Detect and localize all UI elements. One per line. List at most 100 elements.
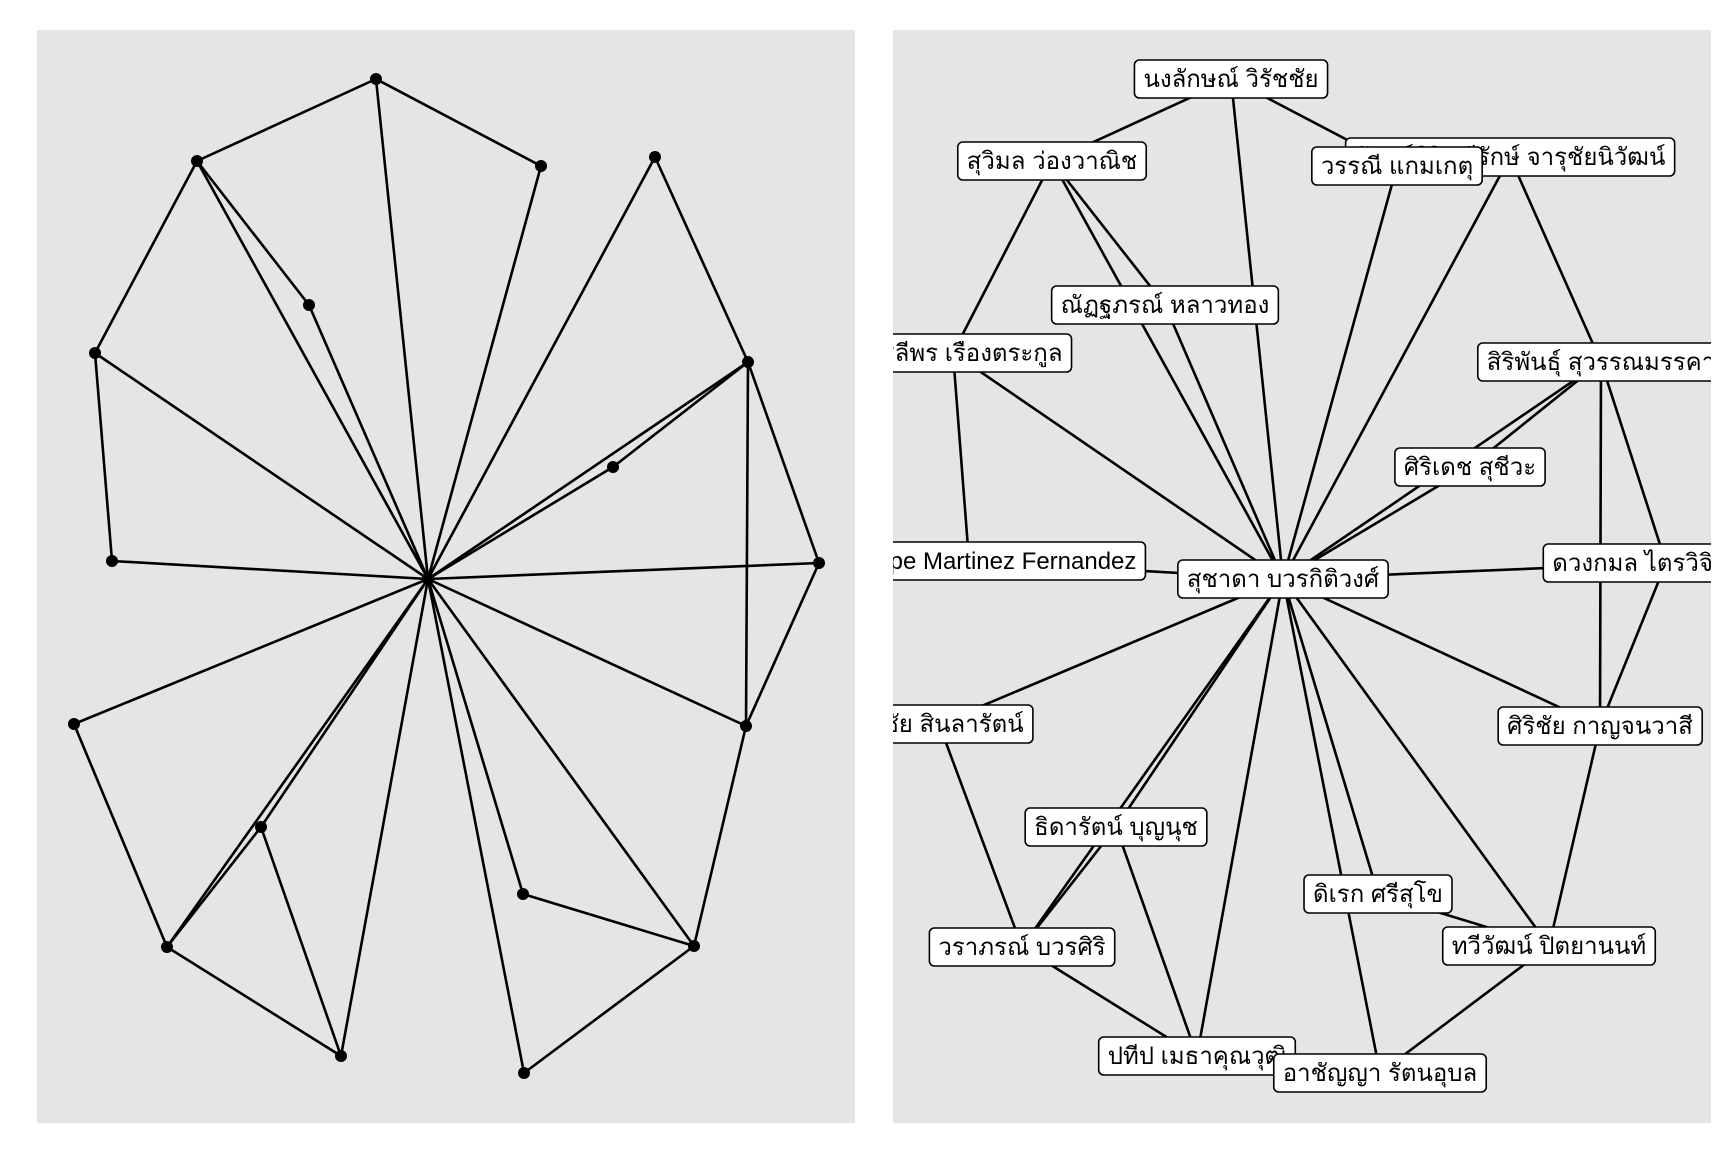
node-label-text: ดวงกมล ไตรวิจิตรคุณ xyxy=(1552,549,1728,578)
left-edge-13-15 xyxy=(165,825,263,949)
left-edge-2-6 xyxy=(93,159,199,355)
left-node-16 xyxy=(688,940,700,952)
right-edge-13-17 xyxy=(1114,825,1199,1058)
left-node-5 xyxy=(303,299,315,311)
node-label-box xyxy=(1050,285,1280,325)
node-label-text: วราภรณ์ บวรศิริ xyxy=(938,933,1105,961)
left-edge-16-18 xyxy=(522,944,696,1075)
right-edge-0-14 xyxy=(1281,577,1380,896)
node-label-text: วรรณี แกมเกตุ xyxy=(1321,153,1473,181)
left-node-15 xyxy=(161,941,173,953)
node-label-box xyxy=(1177,559,1389,599)
left-edge-0-3 xyxy=(426,164,543,581)
left-node-13 xyxy=(255,821,267,833)
left-edge-7-8 xyxy=(611,360,750,469)
left-edge-7-10 xyxy=(746,360,821,565)
left-node-9 xyxy=(106,555,118,567)
node-label-16: ทวีวัฒน์ ปิตยานนท์ xyxy=(1441,926,1657,966)
node-label-box xyxy=(1311,146,1483,186)
node-label-11: ศิริชัย สินลารัตน์ xyxy=(854,704,1034,744)
right-edge-11-15 xyxy=(937,722,1024,949)
left-edge-13-17 xyxy=(259,825,343,1058)
network-graph-unlabeled xyxy=(68,73,825,1079)
left-edge-15-17 xyxy=(165,945,343,1058)
node-label-text: ทวีวัฒน์ ปิตยานนท์ xyxy=(1452,932,1647,960)
left-panel-background xyxy=(37,30,855,1123)
right-edge-13-15 xyxy=(1020,825,1118,949)
left-edge-0-14 xyxy=(426,577,525,896)
right-edge-12-16 xyxy=(1547,724,1602,948)
right-edge-0-3 xyxy=(1281,164,1399,581)
left-node-12 xyxy=(740,720,752,732)
left-edge-0-6 xyxy=(93,351,430,581)
left-edge-0-18 xyxy=(426,577,526,1075)
left-node-8 xyxy=(607,461,619,473)
node-label-6: อัญชลีพร เรืองตระกูล xyxy=(893,333,1073,373)
left-node-6 xyxy=(89,347,101,359)
node-label-box xyxy=(956,141,1148,181)
node-label-1: นงลักษณ์ วิรัชชัย xyxy=(1133,59,1329,99)
node-label-10: ดวงกมล ไตรวิจิตรคุณ xyxy=(1542,543,1728,583)
node-label-box xyxy=(893,541,1147,581)
node-label-text: ศิริชัย กาญจนวาสี xyxy=(1507,713,1693,740)
node-label-text: ณัฏฐภรณ์ หลาวทอง xyxy=(1061,291,1270,319)
node-label-text: สุชาดา บวรกิติวงศ์ xyxy=(1187,565,1379,594)
left-edge-0-12 xyxy=(426,577,748,728)
left-node-1 xyxy=(370,73,382,85)
node-label-18: อาชัญญา รัตนอุบล xyxy=(1272,1053,1488,1093)
right-edge-6-9 xyxy=(951,351,971,563)
left-edge-14-16 xyxy=(521,892,696,948)
node-label-7: สิริพันธุ์ สุวรรณมรรคา xyxy=(1477,342,1711,382)
left-node-7 xyxy=(742,356,754,368)
node-label-box xyxy=(893,333,1073,373)
node-label-text: Jose Filipe Martinez Fernandez xyxy=(802,548,1137,575)
node-label-box xyxy=(1497,706,1703,746)
node-label-box xyxy=(1303,874,1453,914)
right-edge-0-1 xyxy=(1229,77,1285,581)
left-edge-0-4 xyxy=(426,155,657,581)
left-node-18 xyxy=(518,1067,530,1079)
node-label-box xyxy=(1272,1053,1488,1093)
node-label-box xyxy=(1542,543,1711,583)
left-edge-4-7 xyxy=(653,155,750,364)
right-edge-2-6 xyxy=(951,159,1054,355)
left-edge-2-5 xyxy=(195,159,311,307)
node-label-0: สุชาดา บวรกิติวงศ์ xyxy=(1177,559,1389,599)
node-label-box xyxy=(1477,342,1711,382)
left-edge-7-12 xyxy=(744,360,750,728)
left-edge-0-1 xyxy=(374,77,430,581)
node-label-14: ดิเรก ศรีสุโข xyxy=(1303,874,1453,914)
node-label-text: ศิริชัย สินลารัตน์ xyxy=(854,710,1024,738)
left-edge-10-12 xyxy=(744,561,821,728)
right-edge-0-4 xyxy=(1281,155,1512,581)
right-edge-0-12 xyxy=(1281,577,1602,728)
node-label-12: ศิริชัย กาญจนวาสี xyxy=(1497,706,1703,746)
left-edge-0-7 xyxy=(426,360,750,581)
left-node-4 xyxy=(649,151,661,163)
node-label-text: ธิดารัตน์ บุญนุช xyxy=(1034,813,1198,842)
node-label-13: ธิดารัตน์ บุญนุช xyxy=(1024,807,1208,847)
node-label-8: ศิริเดช สุชีวะ xyxy=(1394,447,1546,487)
node-label-17: ปทีป เมธาคุณวุฒิ xyxy=(1097,1036,1297,1076)
left-node-2 xyxy=(191,155,203,167)
node-label-text: สุวิมล ว่องวาณิช xyxy=(967,148,1137,176)
left-edge-0-5 xyxy=(307,303,430,581)
right-edge-0-5 xyxy=(1163,303,1285,581)
right-edge-16-18 xyxy=(1378,944,1551,1075)
node-label-box xyxy=(1441,926,1657,966)
right-edge-0-2 xyxy=(1050,159,1285,581)
node-label-15: วราภรณ์ บวรศิริ xyxy=(928,927,1116,967)
node-label-box xyxy=(1394,447,1546,487)
node-label-box xyxy=(928,927,1116,967)
node-label-text: ปทีป เมธาคุณวุฒิ xyxy=(1108,1043,1287,1071)
node-label-text: ศิริเดช สุชีวะ xyxy=(1404,454,1536,482)
node-label-5: ณัฏฐภรณ์ หลาวทอง xyxy=(1050,285,1280,325)
right-edge-0-6 xyxy=(951,351,1285,581)
right-edge-0-11 xyxy=(937,577,1285,726)
left-edge-0-16 xyxy=(426,577,696,948)
left-edge-0-8 xyxy=(426,465,615,581)
network-graph-labeled: นงลักษณ์ วิรัชชัยสุวิมล ว่องวาณิชณัฏฐภรณ… xyxy=(802,59,1728,1093)
left-edge-0-2 xyxy=(195,159,430,581)
left-edge-0-17 xyxy=(339,577,430,1058)
node-label-9: Jose Filipe Martinez Fernandez xyxy=(802,541,1147,581)
